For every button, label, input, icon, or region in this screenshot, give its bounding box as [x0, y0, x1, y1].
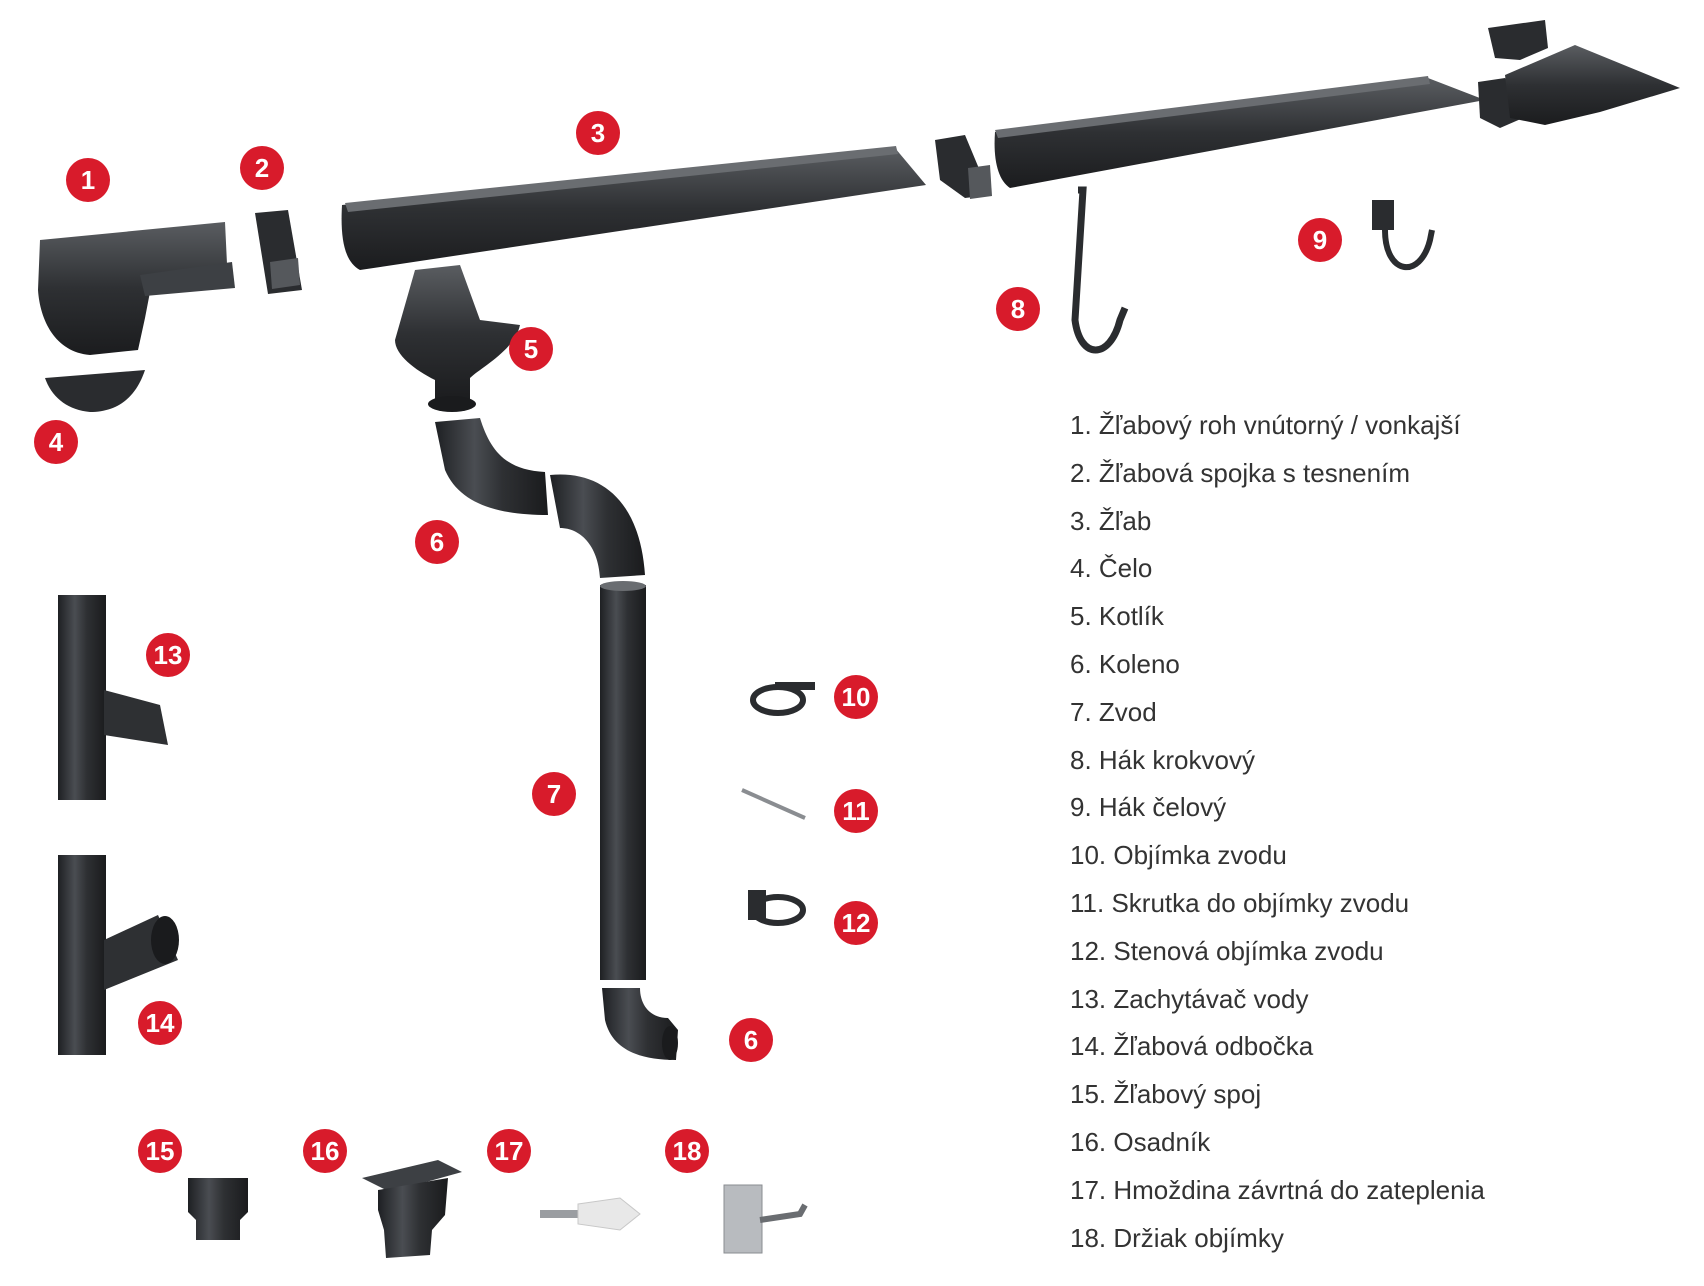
callout-number: 2	[255, 153, 269, 183]
legend-item: 5. Kotlík	[1070, 601, 1164, 632]
callout-number: 6	[744, 1025, 758, 1055]
callout-badge	[509, 327, 553, 371]
callout-number: 18	[673, 1136, 702, 1166]
callout-number: 9	[1313, 225, 1327, 255]
legend-item: 18. Držiak objímky	[1070, 1222, 1284, 1253]
pipe-joint-part	[188, 1178, 248, 1240]
callout-badge	[34, 420, 78, 464]
legend-item: 11. Skrutka do objímky zvodu	[1070, 887, 1410, 918]
legend-item: 4. Čelo	[1070, 553, 1153, 584]
callout-badge	[303, 1129, 347, 1173]
callout-badge	[834, 901, 878, 945]
downpipe-part	[600, 581, 646, 980]
wall-clamp-part	[748, 890, 806, 926]
outlet-part	[395, 265, 520, 412]
callout-badge	[240, 146, 284, 190]
gutter-left-part	[341, 146, 926, 270]
callout-number: 16	[311, 1136, 340, 1166]
fascia-hook-part	[1372, 200, 1435, 270]
rain-collector-part	[58, 595, 168, 800]
callout-number: 11	[842, 796, 870, 826]
callout-number: 3	[591, 118, 605, 148]
end-cap-part	[45, 370, 145, 412]
legend-item: 7. Zvod	[1070, 696, 1157, 727]
legend-item: 13. Zachytávač vody	[1070, 983, 1309, 1014]
callout-badge	[146, 633, 190, 677]
rafter-hook-part	[1071, 186, 1129, 354]
elbow-upper-part	[435, 418, 645, 578]
legend-item: 14. Žľabová odbočka	[1070, 1031, 1314, 1062]
legend-item: 17. Hmoždina závrtná do zateplenia	[1070, 1174, 1485, 1205]
gutter-corner-part	[38, 222, 235, 355]
callout-number: 10	[842, 682, 871, 712]
callout-number: 13	[154, 640, 183, 670]
callout-number: 7	[547, 779, 561, 809]
legend-item: 9. Hák čelový	[1070, 792, 1227, 823]
callout-number: 14	[146, 1008, 175, 1038]
legend-item: 2. Žľabová spojka s tesnením	[1070, 457, 1410, 488]
callout-badge	[532, 772, 576, 816]
gutter-coupler-middle-part	[935, 135, 992, 199]
callout-badge	[834, 789, 878, 833]
pipe-clamp-part	[750, 682, 815, 716]
elbow-lower-part	[602, 988, 678, 1060]
legend-item: 15. Žľabový spoj	[1070, 1079, 1262, 1110]
legend-item: 16. Osadník	[1070, 1126, 1211, 1157]
callout-badge	[138, 1129, 182, 1173]
sediment-trap-part	[362, 1160, 462, 1258]
callout-badge	[66, 158, 110, 202]
callout-number: 5	[524, 334, 538, 364]
pipe-branch-part	[58, 855, 179, 1055]
legend-item: 8. Hák krokvový	[1070, 744, 1255, 775]
insulation-anchor-part	[540, 1197, 641, 1231]
legend-item: 6. Koleno	[1070, 648, 1180, 679]
gutter-connector-part	[255, 210, 302, 294]
legend-item: 12. Stenová objímka zvodu	[1070, 935, 1384, 966]
callout-number: 8	[1011, 294, 1025, 324]
callout-number: 15	[146, 1136, 175, 1166]
callout-badge	[834, 675, 878, 719]
clamp-holder-part	[723, 1184, 808, 1254]
callout-number: 17	[495, 1136, 524, 1166]
callout-number: 1	[81, 165, 95, 195]
callout-badge	[1298, 218, 1342, 262]
gutter-right-part	[994, 76, 1485, 188]
parts-legend: 1. Žľabový roh vnútorný / vonkajší 2. Žľa…	[1070, 410, 1485, 1270]
clamp-screw-part	[741, 788, 806, 820]
callout-badge	[996, 287, 1040, 331]
callout-badge	[415, 520, 459, 564]
legend-item: 10. Objímka zvodu	[1070, 840, 1287, 871]
callout-badge	[665, 1129, 709, 1173]
callout-number: 12	[842, 908, 871, 938]
callout-badge	[576, 111, 620, 155]
callout-number: 6	[430, 527, 444, 557]
callout-number: 4	[49, 427, 64, 457]
callout-badge	[138, 1001, 182, 1045]
gutter-end-pieces	[1478, 20, 1680, 128]
callout-badge	[487, 1129, 531, 1173]
legend-item: 1. Žľabový roh vnútorný / vonkajší	[1070, 410, 1461, 440]
legend-item: 3. Žľab	[1070, 505, 1152, 536]
callout-badge	[729, 1018, 773, 1062]
